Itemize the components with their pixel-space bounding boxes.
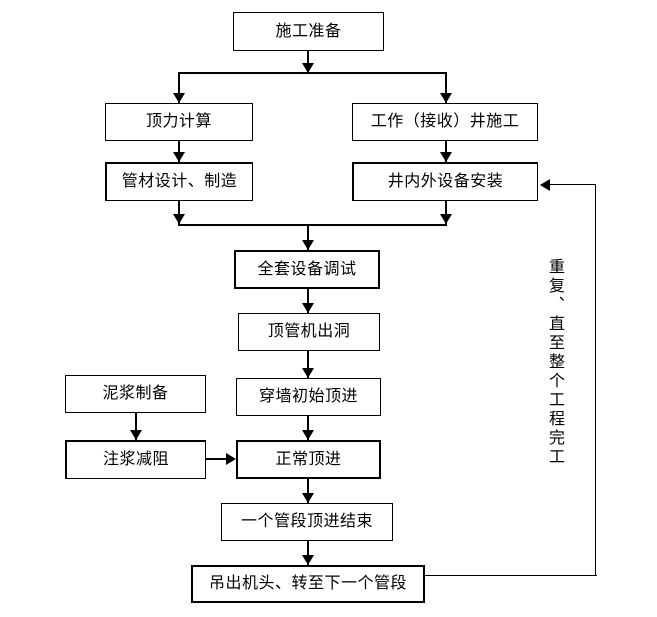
connector-jackcalc-pipemfg: [178, 141, 180, 162]
node-label: 施工准备: [275, 22, 342, 40]
connector-split-left: [178, 72, 180, 103]
connector-loop-vertical: [595, 184, 596, 576]
connector-split-bar: [178, 72, 447, 74]
node-label: 泥浆制备: [102, 385, 169, 402]
node-prep[interactable]: 施工准备: [233, 12, 384, 51]
connector-commission-machineout: [307, 289, 309, 313]
connector-split-right: [445, 72, 447, 103]
connector-prep-down: [307, 51, 309, 73]
arrowhead-section-end: [302, 493, 314, 503]
node-machine-out[interactable]: 顶管机出洞: [238, 313, 380, 351]
node-equip-install[interactable]: 井内外设备安装: [352, 162, 538, 201]
node-pipe-mfg[interactable]: 管材设计、制造: [105, 162, 253, 201]
connector-merge-bar: [178, 224, 447, 226]
node-label: 注浆减阻: [102, 451, 169, 468]
node-label: 一个管段顶进结束: [240, 513, 373, 530]
connector-merge-commission: [307, 224, 309, 250]
node-label: 顶管机出洞: [267, 323, 351, 340]
node-label: 穿墙初始顶进: [258, 388, 358, 405]
connector-sectionend-liftmove: [307, 541, 309, 565]
node-lift-move[interactable]: 吊出机头、转至下一个管段: [191, 565, 425, 603]
arrowhead-loop-into-equip-install: [540, 179, 550, 191]
node-commission[interactable]: 全套设备调试: [234, 250, 380, 289]
connector-slurryprep-groutdrag: [135, 413, 137, 440]
arrowhead-pipe-mfg: [173, 152, 185, 162]
node-label: 正常顶进: [275, 450, 342, 468]
arrowhead-merge-left: [173, 214, 185, 224]
arrowhead-machine-out: [302, 303, 314, 313]
node-label: 工作（接收）井施工: [370, 113, 520, 130]
node-label: 全套设备调试: [257, 260, 357, 278]
node-jack-calc[interactable]: 顶力计算: [105, 103, 253, 141]
loop-label: 重复、直至整个工程完工: [546, 258, 563, 467]
arrowhead-lift-move: [302, 555, 314, 565]
arrowhead-commission: [302, 240, 314, 250]
connector-shaft-equipinstall: [445, 141, 447, 162]
arrowhead-normal-jacking-left: [226, 453, 236, 465]
node-normal-jacking[interactable]: 正常顶进: [236, 440, 381, 479]
arrowhead-equip-install: [440, 152, 452, 162]
connector-loop-top: [550, 184, 596, 185]
arrowhead-grout-drag: [130, 430, 142, 440]
arrowhead-merge-right: [440, 214, 452, 224]
node-label: 管材设计、制造: [121, 173, 238, 190]
connector-groutdrag-normaljacking: [206, 458, 228, 460]
arrowhead-jack-calc: [173, 93, 185, 103]
node-shaft[interactable]: 工作（接收）井施工: [352, 103, 538, 141]
arrowhead-wall-start: [302, 368, 314, 378]
node-label: 井内外设备安装: [387, 173, 504, 190]
connector-equipinstall-merge: [445, 201, 447, 225]
connector-loop-bottom: [425, 575, 597, 576]
node-wall-start[interactable]: 穿墙初始顶进: [236, 378, 381, 416]
connector-machineout-wallstart: [307, 351, 309, 378]
node-slurry-prep[interactable]: 泥浆制备: [65, 375, 206, 413]
node-label: 吊出机头、转至下一个管段: [208, 575, 407, 592]
node-section-end[interactable]: 一个管段顶进结束: [221, 503, 393, 541]
node-label: 顶力计算: [145, 113, 212, 130]
arrowhead-normal-jacking: [302, 430, 314, 440]
connector-wallstart-normaljacking: [307, 416, 309, 440]
node-grout-drag[interactable]: 注浆减阻: [65, 440, 206, 479]
connector-normaljacking-sectionend: [307, 479, 309, 503]
connector-pipemfg-merge: [178, 201, 180, 225]
arrowhead-shaft: [440, 93, 452, 103]
arrowhead-prep-down: [302, 63, 314, 73]
